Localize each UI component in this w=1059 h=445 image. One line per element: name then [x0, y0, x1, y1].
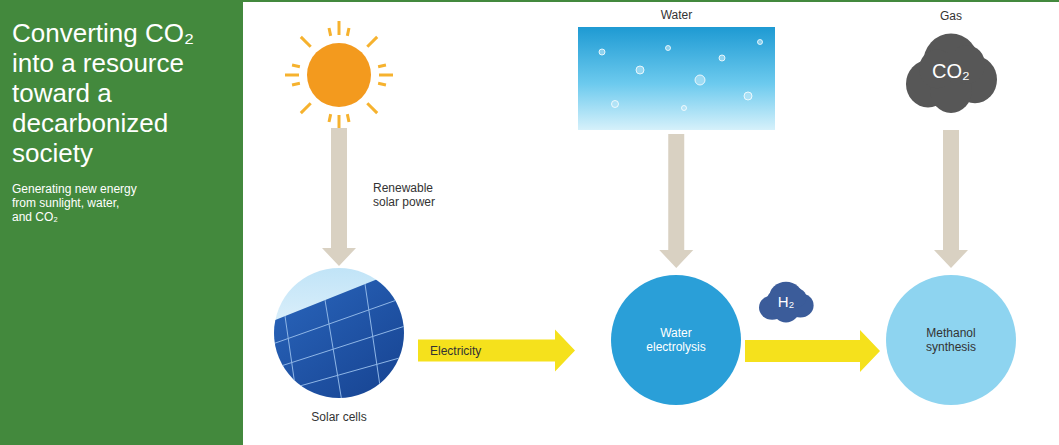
bubble [695, 75, 705, 85]
arrow-label: Electricity [428, 343, 483, 359]
solar-panel [250, 262, 440, 420]
bubble [744, 92, 752, 100]
sun-ray [329, 114, 331, 122]
water-photo-box: Water [578, 27, 775, 130]
sun-ray [329, 28, 331, 36]
sunlight-arrow [322, 128, 356, 266]
panel-title: Converting CO₂ into a resource toward a … [12, 18, 227, 168]
node-heading: Solar cells [311, 410, 366, 424]
water-photo [578, 27, 775, 130]
solar-cell-box: Solar cells [274, 268, 404, 398]
bubble [612, 101, 619, 108]
sun-ray [367, 103, 377, 113]
bubble [758, 40, 763, 45]
sun-ray [378, 65, 386, 67]
sun-rays [285, 21, 393, 129]
flow-arrow [745, 330, 880, 372]
sun-ray [347, 114, 349, 122]
panel-caption: Generating new energy from sunlight, wat… [12, 182, 140, 224]
grid-line [325, 300, 345, 420]
gas-cloud: GasCO₂ [901, 28, 1001, 114]
solar-panel-photo [250, 262, 440, 420]
node-text: H₂ [778, 293, 795, 310]
node-text: Methanol synthesis [906, 326, 996, 354]
bubble [636, 66, 644, 74]
sun-ray [347, 28, 349, 36]
sun-ray [301, 103, 311, 113]
sun-ray [367, 37, 377, 47]
grid-line [250, 290, 425, 352]
process-circle: Methanol synthesis [886, 275, 1016, 405]
bubble [682, 106, 687, 111]
bubble [599, 49, 605, 55]
sun-ray [285, 74, 299, 77]
sun-icon [285, 21, 393, 129]
node-heading: Water [661, 8, 693, 22]
node-text: Water electrolysis [631, 326, 721, 354]
process-circle: Water electrolysis [611, 275, 741, 405]
sun-ray [338, 115, 341, 129]
arrow-caption: Renewable solar power [373, 181, 453, 209]
water-surface [578, 27, 775, 130]
flow-arrow [659, 134, 693, 268]
node-heading: Gas [940, 9, 962, 23]
flow-arrow [418, 330, 575, 372]
flow-arrow [934, 130, 968, 268]
grid-line [365, 284, 385, 420]
sun-ray [338, 21, 341, 35]
sun-ray [292, 65, 300, 67]
sun-ray [301, 37, 311, 47]
title-panel: Converting CO₂ into a resource toward a … [0, 0, 243, 445]
sun-ray [378, 83, 386, 85]
grid-line [285, 316, 300, 420]
sun-ray [379, 74, 393, 77]
sun-disc [307, 43, 371, 107]
grid-line [250, 318, 430, 376]
bubble [666, 46, 671, 51]
grid-line [400, 270, 420, 420]
grid-line [250, 348, 435, 400]
sun-ray [292, 83, 300, 85]
hydrogen-cloud: H₂ [756, 279, 816, 323]
panel-grid [250, 270, 435, 420]
bubble [719, 55, 725, 61]
node-text: CO₂ [932, 60, 970, 82]
